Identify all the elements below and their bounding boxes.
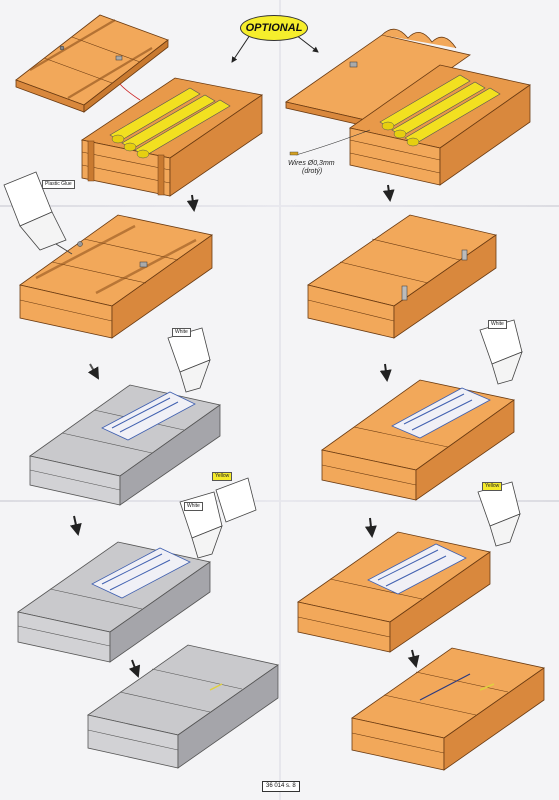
paint-tag-white: White [172,328,191,337]
paint-bottle-icon [179,477,257,559]
glue-bottle-icon [3,171,73,255]
wires-line2: (drotý) [302,168,323,175]
paint-tag-white: White [488,320,507,329]
step-arrow-icon [382,184,395,202]
crate-closed-orange [19,214,213,339]
paint-tag-white: White [184,502,203,511]
step-arrow-icon [128,659,141,678]
crate-lid-open [15,14,169,113]
crate-final-grey [87,644,279,769]
paint-tag-yellow: Yellow [482,482,503,491]
crate-open-with-shells-right [289,64,531,186]
step-arrow-icon [87,363,99,380]
paint-bottle-icon [477,481,521,547]
crate-lid-open-right [285,28,471,129]
crate-closed-orange-stencil-2 [297,531,491,653]
crate-closed-grey [29,384,221,506]
crate-closed-orange-stencil [321,379,515,501]
crate-closed-orange-right [307,214,497,339]
step-arrow-icon [186,194,199,212]
paint-bottle-icon [479,319,523,385]
paint-tag-yellow: Yellow [212,472,233,481]
paint-bottle-icon [167,327,211,393]
crate-open-with-shells [80,77,264,197]
glue-tag: Plastic Glue [42,180,75,189]
step-arrow-icon [379,363,392,382]
step-arrow-icon [69,515,82,536]
step-arrow-icon [231,34,251,63]
wires-line1: Wires Ø0,3mm [288,160,335,167]
crate-final-orange [351,647,545,771]
step-arrow-icon [295,34,319,53]
optional-label: OPTIONAL [240,15,308,41]
step-arrow-icon [407,649,420,668]
crate-closed-grey-stencil [17,541,211,663]
wires-note: Wires Ø0,3mm (drotý) [288,160,335,176]
fold-line [279,0,281,800]
page-number: 36 014 s. 8 [262,781,300,792]
step-arrow-icon [364,517,377,538]
